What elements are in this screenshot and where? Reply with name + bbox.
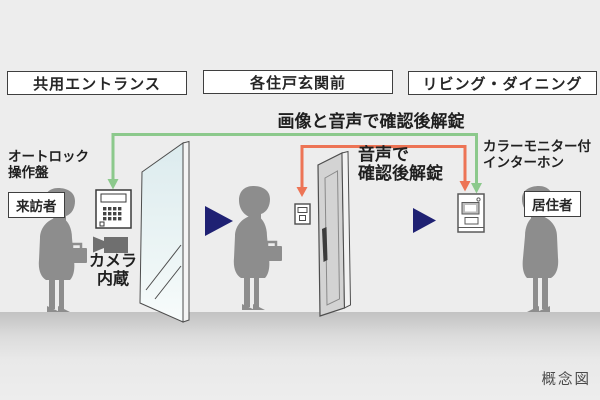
- autolock-panel-label-line1: オートロック: [8, 149, 89, 165]
- glass-door-icon: [139, 140, 190, 323]
- orange-route-arrow: [296, 145, 471, 197]
- intercom-label-line2: インターホン: [483, 154, 564, 171]
- autolock-panel-label-line2: 操作盤: [8, 164, 49, 181]
- zone-header-living-dining: リビング・ダイニング: [408, 71, 597, 95]
- floor-band: [0, 312, 600, 400]
- visitor-silhouette: [233, 186, 282, 310]
- unit-door-icon: [317, 150, 352, 317]
- visitor-badge: 来訪者: [8, 192, 65, 218]
- zone-label: リビング・ダイニング: [422, 74, 583, 93]
- flow-arrow-icon: [205, 206, 233, 236]
- orange-route-label-line2: 確認後解錠: [358, 164, 443, 184]
- flow-arrow-icon: [413, 208, 436, 233]
- resident-badge: 居住者: [524, 191, 581, 217]
- intercom-label-line1: カラーモニター付: [483, 139, 591, 155]
- intercom-label: カラーモニター付 インターホン: [483, 139, 591, 171]
- zone-header-unit-entrance: 各住戸玄関前: [203, 70, 393, 94]
- zone-label: 共用エントランス: [33, 74, 161, 93]
- intercom-icon: [457, 193, 485, 233]
- zone-label: 各住戸玄関前: [249, 73, 346, 92]
- autolock-panel-icon: [95, 189, 132, 229]
- autolock-panel-label: オートロック 操作盤: [8, 149, 89, 181]
- zone-header-common-entrance: 共用エントランス: [7, 71, 187, 95]
- green-route-label: 画像と音声で確認後解錠: [277, 112, 465, 132]
- camera-label: カメラ 内蔵: [80, 252, 146, 288]
- doorbell-icon: [294, 203, 311, 225]
- orange-route-label-line1: 音声で: [358, 145, 409, 165]
- orange-route-label: 音声で 確認後解錠: [358, 146, 443, 184]
- camera-icon: [93, 236, 128, 253]
- camera-label-line1: カメラ: [88, 251, 137, 270]
- diagram-caption: 概念図: [541, 372, 591, 388]
- green-route-arrow: [107, 133, 482, 194]
- camera-label-line2: 内蔵: [96, 269, 129, 288]
